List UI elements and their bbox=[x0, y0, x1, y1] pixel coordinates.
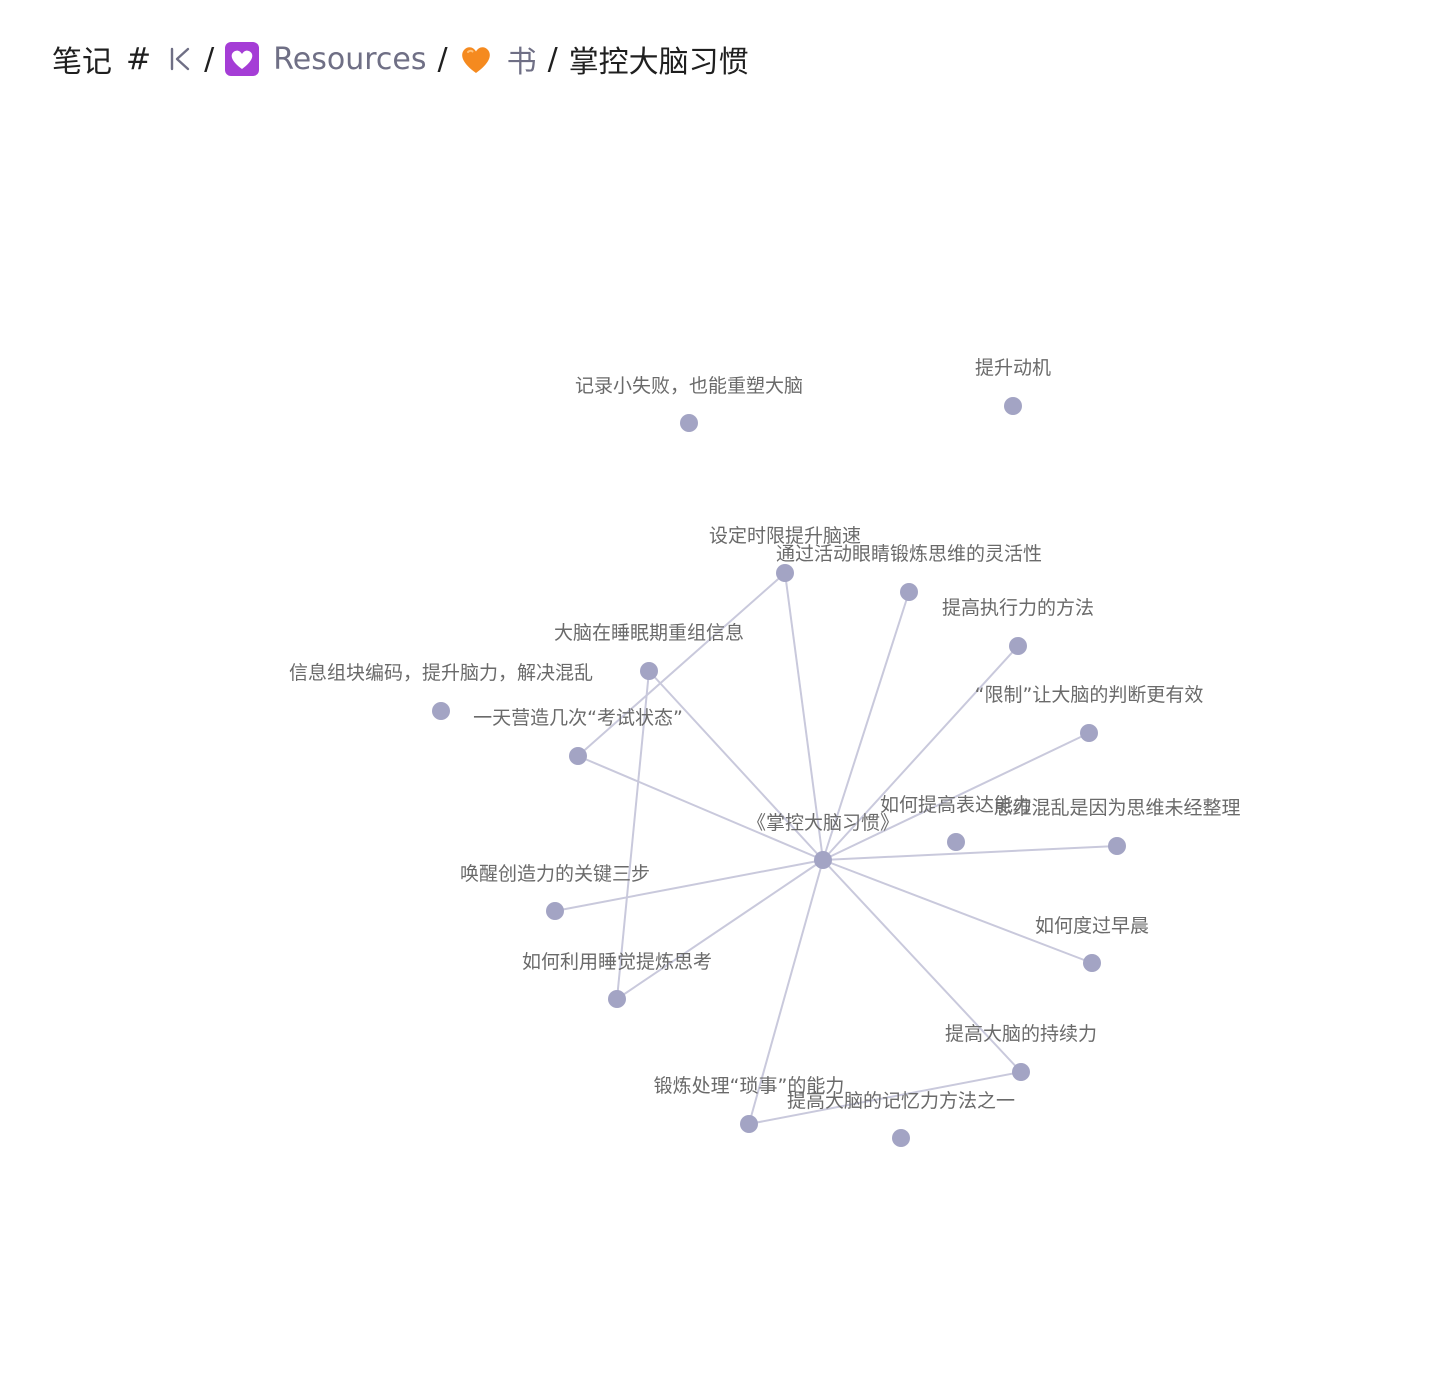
graph-node[interactable]: 提高大脑的持续力 bbox=[945, 1023, 1097, 1081]
graph-node[interactable]: 《掌控大脑习惯》 bbox=[747, 812, 899, 869]
graph-node-label[interactable]: 大脑在睡眠期重组信息 bbox=[554, 622, 744, 644]
graph-node-label[interactable]: 提高大脑的持续力 bbox=[945, 1023, 1097, 1045]
graph-node-dot[interactable] bbox=[814, 851, 832, 869]
graph-node-dot[interactable] bbox=[546, 902, 564, 920]
graph-node-dot[interactable] bbox=[640, 662, 658, 680]
graph-node-label[interactable]: 一天营造几次“考试状态” bbox=[473, 707, 683, 729]
purple-heart-icon bbox=[225, 42, 260, 76]
graph-edge bbox=[748, 1071, 1022, 1125]
graph-node[interactable]: 如何度过早晨 bbox=[1035, 915, 1149, 972]
graph-node[interactable]: 思维混乱是因为思维未经整理 bbox=[993, 797, 1241, 855]
graph-node[interactable]: 大脑在睡眠期重组信息 bbox=[554, 622, 744, 680]
graph-node[interactable]: 提高执行力的方法 bbox=[942, 597, 1094, 655]
graph-node[interactable]: 一天营造几次“考试状态” bbox=[473, 707, 683, 765]
graph-edge bbox=[577, 572, 786, 757]
graph-node-label[interactable]: 记录小失败，也能重塑大脑 bbox=[575, 375, 803, 397]
graph-node-label[interactable]: 信息组块编码，提升脑力，解决混乱 bbox=[289, 662, 593, 684]
graph-edge bbox=[616, 859, 824, 1000]
graph-node-label[interactable]: 如何度过早晨 bbox=[1035, 915, 1149, 937]
breadcrumb-hash[interactable]: # bbox=[126, 41, 152, 77]
graph-edge bbox=[784, 572, 824, 861]
graph-node-dot[interactable] bbox=[569, 747, 587, 765]
graph-node-dot[interactable] bbox=[608, 990, 626, 1008]
graph-edge bbox=[554, 859, 824, 912]
breadcrumb-notebook[interactable]: 笔记 bbox=[52, 45, 112, 80]
graph-node-dot[interactable] bbox=[892, 1129, 910, 1147]
graph-node-label[interactable]: 提高大脑的记忆力方法之一 bbox=[787, 1090, 1015, 1112]
graph-node-dot[interactable] bbox=[1080, 724, 1098, 742]
graph-edge bbox=[822, 591, 910, 861]
graph-node[interactable]: 如何提高表达能力 bbox=[880, 794, 1032, 851]
graph-node[interactable]: 信息组块编码，提升脑力，解决混乱 bbox=[289, 662, 593, 720]
breadcrumb-separator: / bbox=[547, 41, 558, 77]
graph-node[interactable]: 提高大脑的记忆力方法之一 bbox=[787, 1090, 1015, 1147]
graph-node[interactable]: 设定时限提升脑速 bbox=[709, 525, 861, 582]
graph-edge bbox=[577, 755, 824, 861]
breadcrumb-separator: / bbox=[437, 41, 448, 77]
graph-node-dot[interactable] bbox=[432, 702, 450, 720]
graph-node-label[interactable]: 设定时限提升脑速 bbox=[709, 525, 861, 547]
graph-node-dot[interactable] bbox=[1009, 637, 1027, 655]
first-page-icon bbox=[170, 47, 190, 71]
graph-node-label[interactable]: 提升动机 bbox=[975, 357, 1051, 379]
graph-edge bbox=[822, 645, 1019, 861]
graph-node-dot[interactable] bbox=[1108, 837, 1126, 855]
breadcrumb: 笔记 # / Resources / 书 / 掌控大脑习惯 bbox=[52, 36, 749, 82]
breadcrumb-separator: / bbox=[204, 41, 215, 77]
graph-edge bbox=[648, 670, 824, 861]
graph-node-label[interactable]: 通过活动眼睛锻炼思维的灵活性 bbox=[776, 543, 1042, 565]
breadcrumb-resources-label: Resources bbox=[273, 41, 427, 77]
graph-edges bbox=[554, 572, 1118, 1125]
graph-node[interactable]: 提升动机 bbox=[975, 357, 1051, 415]
graph-node-dot[interactable] bbox=[900, 583, 918, 601]
graph-node-dot[interactable] bbox=[776, 564, 794, 582]
graph-node-label[interactable]: “限制”让大脑的判断更有效 bbox=[975, 684, 1204, 706]
graph-node[interactable]: 记录小失败，也能重塑大脑 bbox=[575, 375, 803, 432]
graph-node-dot[interactable] bbox=[1083, 954, 1101, 972]
graph-node-dot[interactable] bbox=[740, 1115, 758, 1133]
graph-node-label[interactable]: 唤醒创造力的关键三步 bbox=[460, 863, 650, 885]
graph-node[interactable]: “限制”让大脑的判断更有效 bbox=[975, 684, 1204, 742]
breadcrumb-current-page: 掌控大脑习惯 bbox=[568, 45, 749, 80]
graph-node-label[interactable]: 提高执行力的方法 bbox=[942, 597, 1094, 619]
graph-edge bbox=[748, 859, 824, 1125]
orange-heart-icon bbox=[461, 47, 490, 73]
graph-edge bbox=[822, 859, 1022, 1073]
graph-node[interactable]: 锻炼处理“琐事”的能力 bbox=[654, 1075, 845, 1133]
graph-node-label[interactable]: 如何提高表达能力 bbox=[880, 794, 1032, 816]
graph-node[interactable]: 通过活动眼睛锻炼思维的灵活性 bbox=[776, 543, 1042, 601]
graph-edge bbox=[616, 670, 650, 1000]
graph-node[interactable]: 如何利用睡觉提炼思考 bbox=[522, 951, 712, 1008]
graph-node-dot[interactable] bbox=[1012, 1063, 1030, 1081]
breadcrumb-resources[interactable]: Resources bbox=[225, 42, 426, 77]
graph-node[interactable]: 唤醒创造力的关键三步 bbox=[460, 863, 650, 920]
graph-edge bbox=[822, 732, 1090, 861]
graph-edge bbox=[822, 859, 1093, 964]
graph-node-label[interactable]: 《掌控大脑习惯》 bbox=[747, 812, 899, 834]
graph-node-label[interactable]: 如何利用睡觉提炼思考 bbox=[522, 951, 712, 973]
graph-edge bbox=[822, 845, 1118, 861]
graph-nodes: 《掌控大脑习惯》 记录小失败，也能重塑大脑 提升动机设定时限提升脑速通过活动眼睛锻炼… bbox=[289, 357, 1241, 1147]
breadcrumb-books-label: 书 bbox=[506, 45, 537, 80]
breadcrumb-first-page[interactable] bbox=[151, 46, 193, 72]
graph-node-dot[interactable] bbox=[1004, 397, 1022, 415]
breadcrumb-books[interactable]: 书 bbox=[459, 37, 537, 81]
graph-node-label[interactable]: 思维混乱是因为思维未经整理 bbox=[993, 797, 1240, 819]
graph-node-dot[interactable] bbox=[947, 833, 965, 851]
graph-node-label[interactable]: 锻炼处理“琐事”的能力 bbox=[654, 1075, 845, 1097]
graph-node-dot[interactable] bbox=[680, 414, 698, 432]
